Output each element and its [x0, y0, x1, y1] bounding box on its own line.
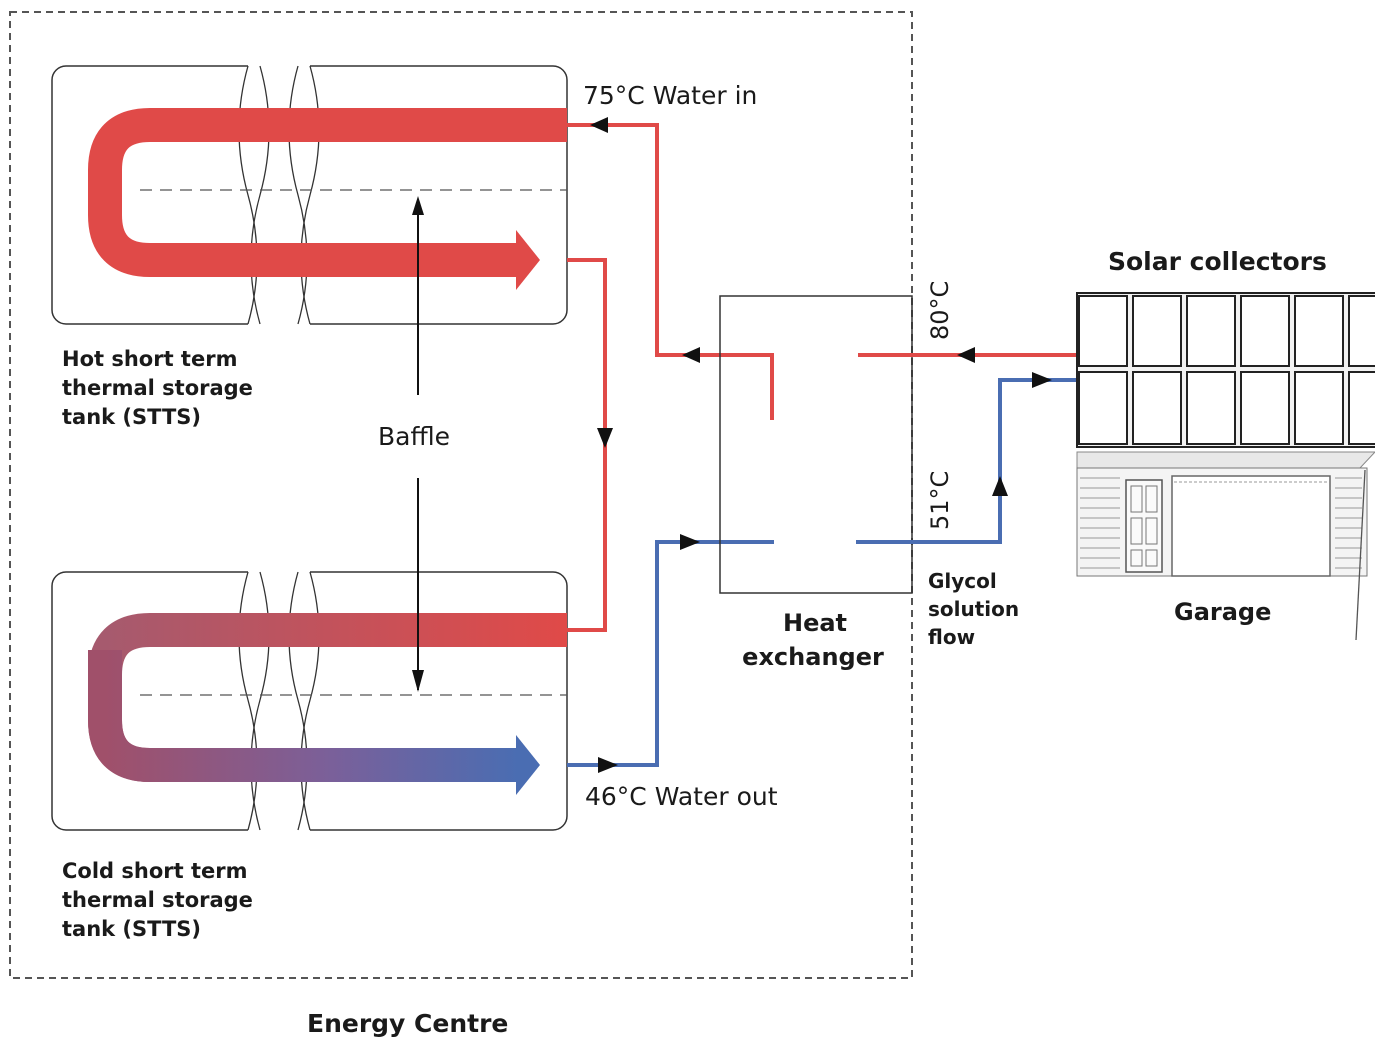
flow-arrow-icon	[680, 534, 700, 550]
baffle-label: Baffle	[378, 422, 450, 451]
svg-text:Glycol: Glycol	[928, 569, 997, 593]
svg-text:thermal storage: thermal storage	[62, 888, 253, 912]
pipe-glycol-cold	[856, 378, 1078, 544]
flow-arrow-icon	[590, 117, 608, 133]
svg-text:Heat: Heat	[783, 609, 847, 637]
hot-tank-label: Hot short term thermal storage tank (STT…	[62, 347, 253, 429]
heat-exchanger-box	[719, 295, 913, 594]
flow-arrow-icon	[957, 347, 975, 363]
solar-collectors-label: Solar collectors	[1108, 247, 1327, 276]
water-in-label: 75°C Water in	[583, 81, 757, 110]
pipe-water-in	[567, 123, 774, 420]
energy-centre-label: Energy Centre	[307, 1009, 508, 1038]
flow-arrow-icon	[1032, 372, 1052, 388]
water-out-label: 46°C Water out	[585, 782, 778, 811]
solar-panel-icon	[1076, 292, 1375, 448]
garage-label: Garage	[1174, 598, 1271, 626]
flow-arrow-icon	[682, 347, 700, 363]
svg-text:tank (STTS): tank (STTS)	[62, 917, 201, 941]
hot-tank	[51, 64, 568, 326]
flow-arrow-icon	[992, 476, 1008, 496]
svg-text:thermal storage: thermal storage	[62, 376, 253, 400]
svg-text:solution: solution	[928, 597, 1019, 621]
garage-door-icon	[1076, 451, 1375, 641]
flow-arrow-icon	[598, 757, 618, 773]
svg-text:Hot short term: Hot short term	[62, 347, 237, 371]
cold-tank-label: Cold short term thermal storage tank (ST…	[62, 859, 253, 941]
baffle-arrow-icon	[412, 196, 424, 692]
temp-51-label: 51°C	[926, 471, 954, 530]
heat-exchanger-label: Heat exchanger	[742, 609, 884, 671]
svg-text:exchanger: exchanger	[742, 643, 884, 671]
cold-tank	[51, 570, 568, 832]
svg-text:Cold short term: Cold short term	[62, 859, 247, 883]
glycol-label: Glycol solution flow	[928, 569, 1019, 649]
svg-text:flow: flow	[928, 625, 975, 649]
svg-text:tank (STTS): tank (STTS)	[62, 405, 201, 429]
pipe-hot-to-cold	[567, 258, 607, 632]
flow-arrow-icon	[597, 428, 613, 448]
temp-80-label: 80°C	[926, 281, 954, 340]
